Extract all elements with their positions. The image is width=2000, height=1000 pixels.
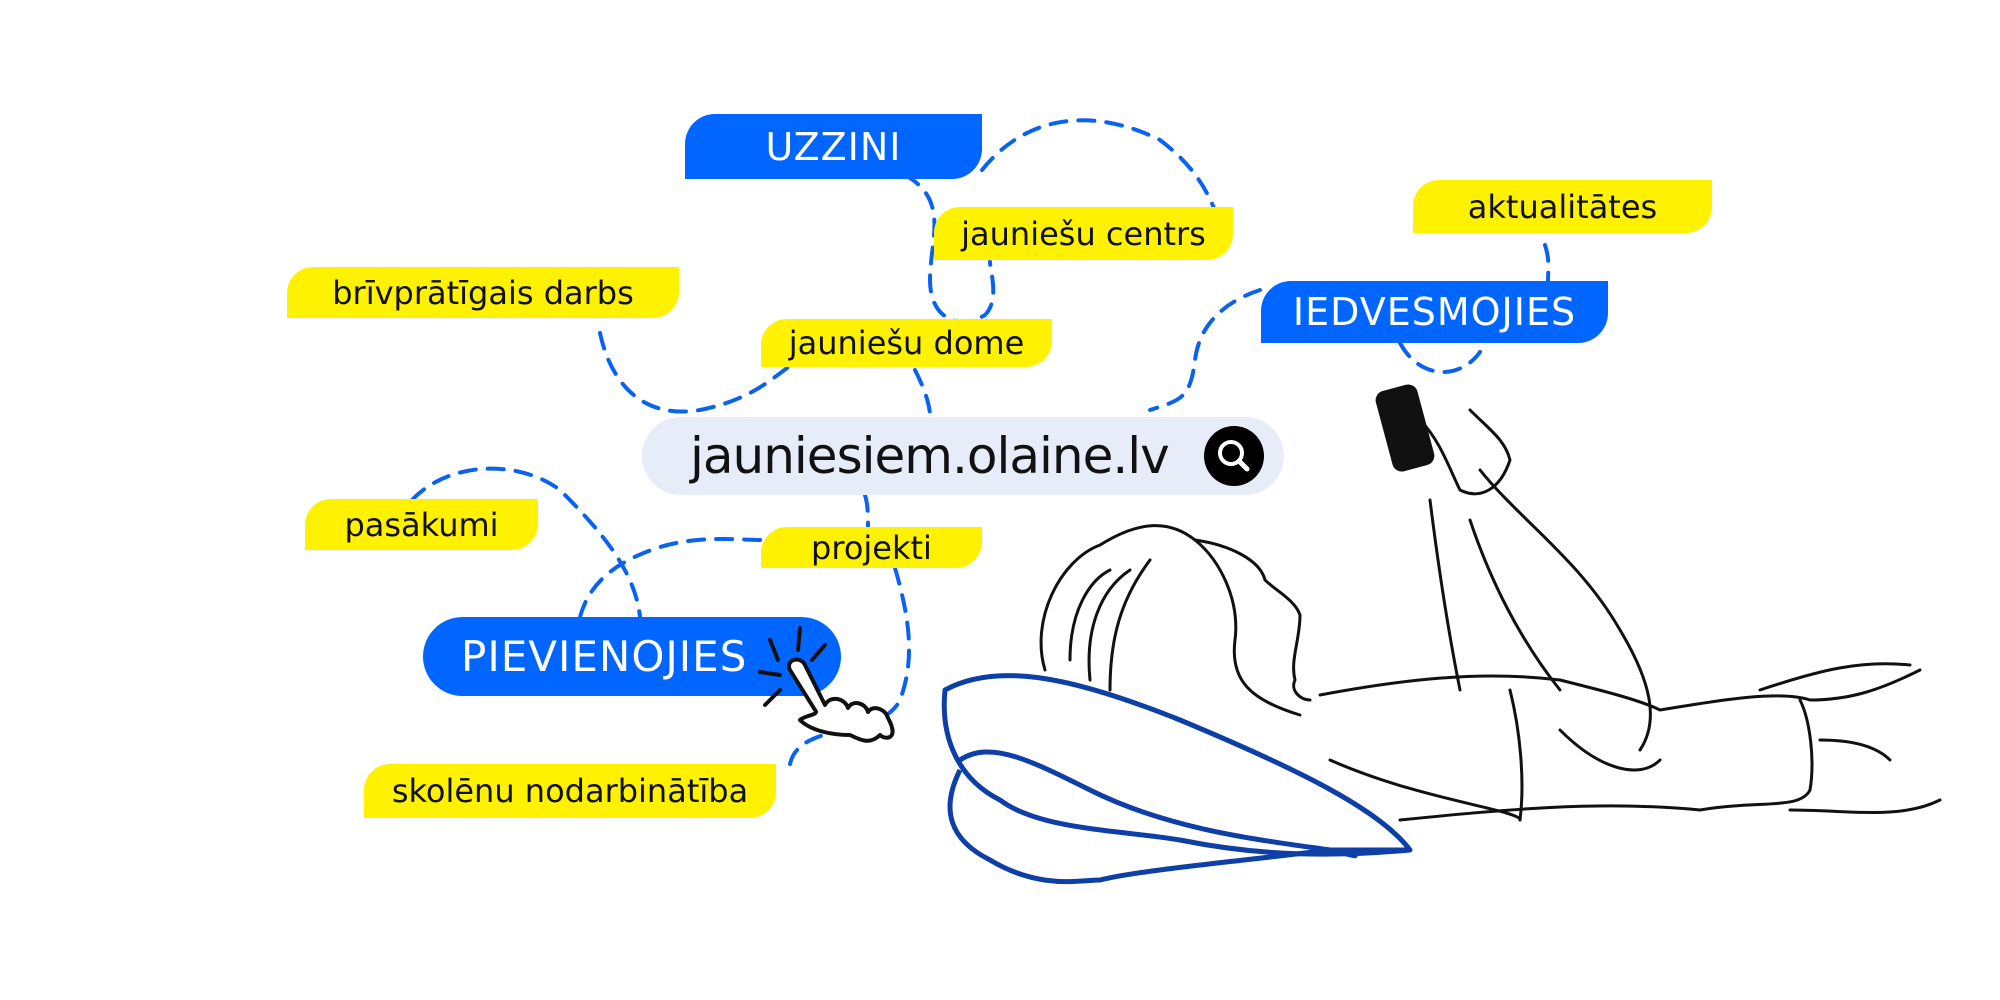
dashed-line	[788, 566, 912, 766]
tag-skolenu-nodarbinatiba[interactable]: skolēnu nodarbinātība	[364, 764, 776, 818]
shirt	[1508, 688, 1662, 822]
tag-jauniesu-centrs[interactable]: jauniešu centrs	[934, 207, 1233, 260]
dashed-line	[1398, 341, 1482, 374]
dashed-line	[410, 466, 642, 619]
dashed-line	[578, 536, 763, 619]
dashed-line	[913, 368, 932, 419]
face	[1193, 538, 1312, 702]
phone	[1375, 384, 1435, 472]
nav-iedvesmojies-label: IEDVESMOJIES	[1292, 290, 1577, 334]
pillow	[941, 673, 1413, 857]
hand	[1418, 408, 1512, 496]
nav-pievienojies-button[interactable]: PIEVIENOJIES	[423, 617, 841, 696]
search-bar[interactable]: jauniesiem.olaine.lv	[642, 417, 1284, 495]
tag-projekti[interactable]: projekti	[761, 527, 982, 568]
nav-iedvesmojies-button[interactable]: IEDVESMOJIES	[1261, 281, 1608, 343]
dashed-line	[863, 493, 870, 529]
tag-pasakumi[interactable]: pasākumi	[305, 499, 538, 550]
torso	[1328, 698, 1814, 822]
pillow-lower	[947, 749, 1410, 885]
tag-label: jauniešu dome	[788, 324, 1025, 362]
arm	[1428, 468, 1652, 752]
tag-jauniesu-dome[interactable]: jauniešu dome	[761, 319, 1052, 367]
search-icon[interactable]	[1204, 426, 1264, 486]
hair-strands	[1068, 558, 1152, 692]
nav-uzzini-button[interactable]: UZZINI	[685, 114, 982, 179]
tag-label: brīvprātīgais darbs	[332, 273, 634, 312]
tag-aktualitates[interactable]: aktualitātes	[1413, 180, 1712, 233]
tag-label: projekti	[811, 528, 932, 567]
body	[1318, 668, 1922, 712]
dashed-line	[980, 118, 1217, 212]
tag-label: skolēnu nodarbinātība	[391, 772, 749, 810]
dashed-line	[598, 331, 792, 414]
legs	[1758, 662, 1942, 814]
nav-uzzini-label: UZZINI	[765, 124, 902, 169]
dashed-line	[1543, 243, 1551, 283]
tag-label: jauniešu centrs	[961, 214, 1206, 253]
search-input-value[interactable]: jauniesiem.olaine.lv	[690, 427, 1170, 485]
tag-label: pasākumi	[344, 505, 499, 544]
tag-brivpratigais-darbs[interactable]: brīvprātīgais darbs	[287, 267, 679, 318]
tag-label: aktualitātes	[1467, 187, 1658, 226]
dashed-line	[1148, 288, 1262, 412]
nav-pievienojies-label: PIEVIENOJIES	[461, 632, 748, 681]
dashed-line	[903, 173, 996, 324]
